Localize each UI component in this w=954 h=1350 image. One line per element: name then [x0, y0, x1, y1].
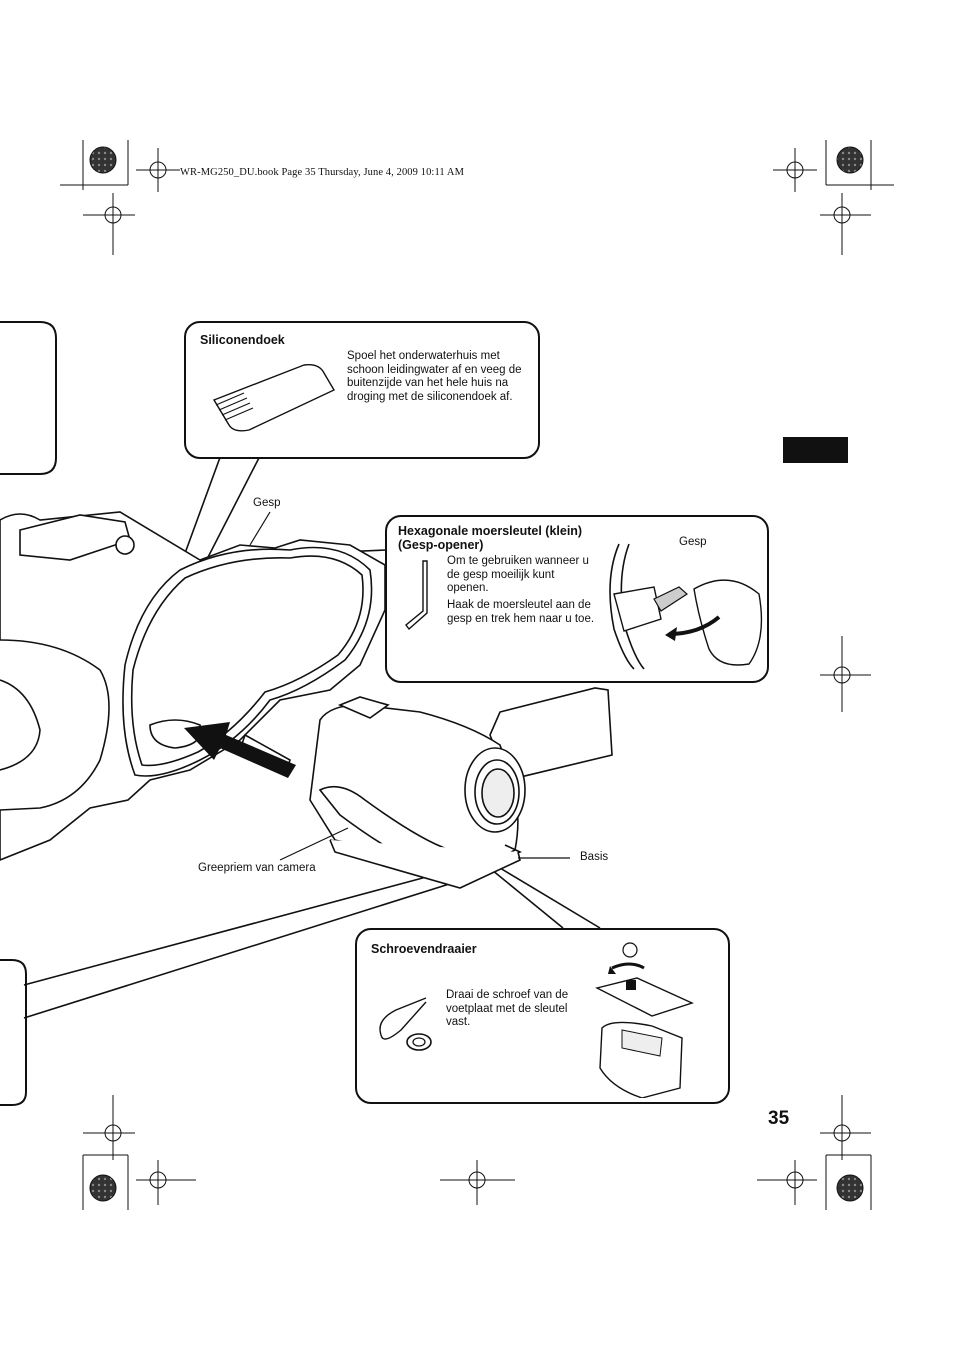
schroevendraaier-title: Schroevendraaier: [371, 942, 477, 956]
siliconendoek-text: Spoel het onderwaterhuis met schoon leid…: [347, 350, 522, 403]
gesp-label: Gesp: [253, 497, 281, 509]
insert-arrow: [184, 722, 296, 778]
registration-mark-right: [820, 636, 871, 712]
greepriem-label: Greepriem van camera: [198, 862, 316, 874]
hexsleutel-text-1: Om te gebruiken wanneer u de gesp moeili…: [447, 555, 589, 594]
schroevendraaier-text: Draai de schroef van de voetplaat met de…: [446, 989, 569, 1028]
housing-drawing: [0, 511, 386, 861]
left-box-top: [0, 321, 57, 475]
page-number: 35: [768, 1108, 790, 1129]
hexsleutel-gesp-label: Gesp: [679, 536, 707, 548]
siliconendoek-title: Siliconendoek: [200, 333, 285, 347]
buckle-opening-illustration: [609, 543, 763, 670]
siliconendoek-box: Siliconendoek Spoel het onderwaterhuis m…: [184, 321, 540, 459]
chapter-tab: [783, 437, 848, 463]
registration-mark-bottom-center: [440, 1160, 515, 1205]
camcorder-drawing: [309, 687, 613, 889]
book-header: WR-MG250_DU.book Page 35 Thursday, June …: [180, 167, 465, 178]
tripod-plate-illustration: [595, 942, 694, 1098]
left-box-bottom: [0, 959, 27, 1106]
registration-mark-top-right: [773, 140, 894, 255]
registration-mark-top-left: [60, 140, 180, 255]
cloth-icon: [212, 363, 335, 432]
registration-mark-bottom-right: [757, 1095, 872, 1210]
basis-label: Basis: [580, 851, 609, 863]
schroevendraaier-box: Schroevendraaier Draai de schroef van de…: [355, 928, 730, 1104]
registration-mark-bottom-left: [82, 1095, 196, 1210]
hex-wrench-icon: [405, 560, 428, 631]
hexsleutel-box: Hexagonale moersleutel (klein) (Gesp-ope…: [385, 515, 769, 683]
screwdriver-key-icon: [379, 997, 432, 1051]
hexsleutel-title: Hexagonale moersleutel (klein) (Gesp-ope…: [398, 524, 583, 552]
hexsleutel-text-2: Haak de moersleutel aan de gesp en trek …: [447, 599, 595, 625]
label-pointers: [249, 511, 570, 861]
